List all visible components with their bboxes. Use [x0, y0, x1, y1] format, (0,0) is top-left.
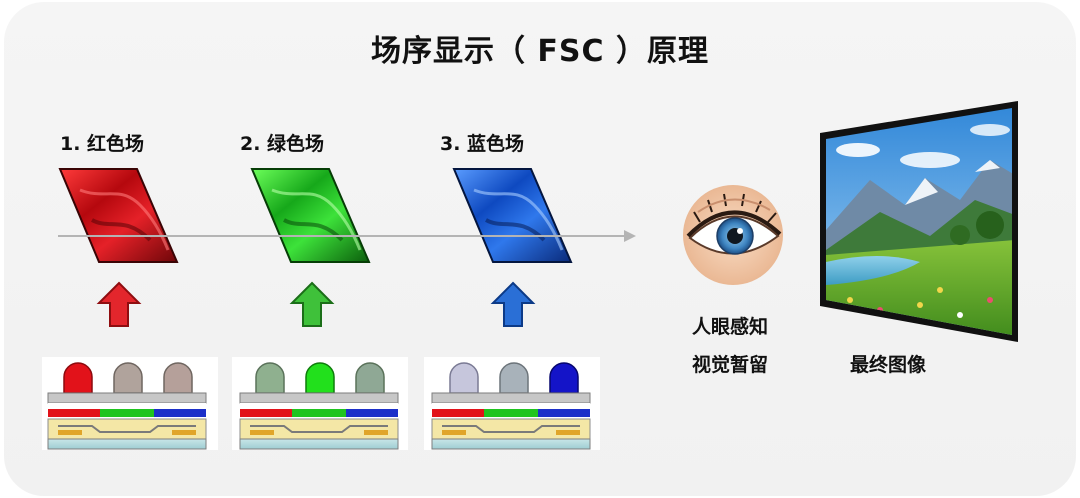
green-field-panel	[250, 168, 371, 263]
blue-field-panel	[452, 168, 573, 263]
led-stack-blue	[424, 357, 600, 450]
final-image-screen	[820, 101, 1018, 342]
red-field-panel	[58, 168, 179, 263]
eye-icon	[683, 185, 783, 285]
step-label-red: 1. 红色场	[60, 133, 145, 155]
step-label-green: 2. 绿色场	[240, 133, 325, 155]
time-axis-arrow	[58, 230, 636, 242]
diagram-title: 场序显示（ FSC ）原理	[370, 34, 709, 69]
red-up-arrow-icon	[96, 281, 142, 327]
final-image-caption: 最终图像	[850, 354, 927, 376]
blue-up-arrow-icon	[490, 281, 536, 327]
led-stack-green	[232, 357, 408, 450]
step-label-blue: 3. 蓝色场	[440, 133, 525, 155]
green-up-arrow-icon	[289, 281, 335, 327]
perception-caption-line1: 人眼感知	[692, 316, 769, 338]
perception-caption-line2: 视觉暂留	[692, 354, 769, 376]
led-stack-red	[42, 357, 218, 450]
